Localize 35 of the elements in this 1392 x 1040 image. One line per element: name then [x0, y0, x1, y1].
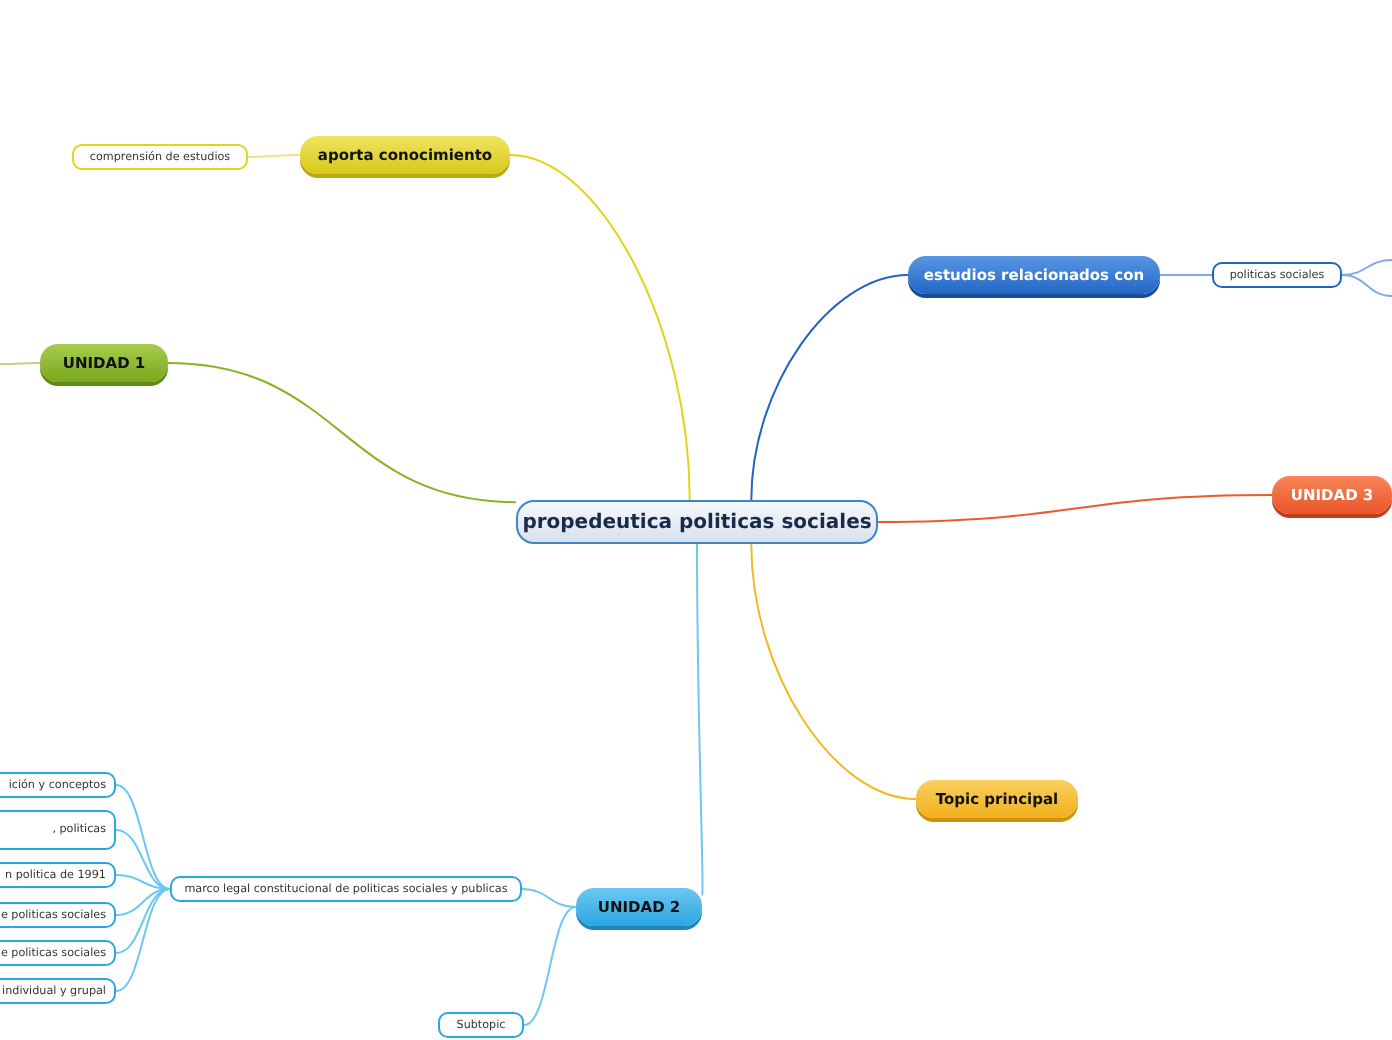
subtopic-box [0, 772, 116, 798]
connector-line [115, 784, 171, 890]
topic-pill [576, 888, 702, 926]
subtopic-box [170, 876, 522, 902]
topic-pill [40, 344, 168, 382]
subtopic-box [72, 144, 248, 170]
connector-line [877, 494, 1273, 523]
connector-line [247, 154, 301, 158]
subtopic-box [0, 902, 116, 928]
subtopic-box [438, 1012, 524, 1038]
central-topic [516, 500, 878, 544]
subtopic-box [0, 810, 116, 850]
connector-line [115, 888, 171, 916]
topic-pill [916, 780, 1078, 818]
connector-line [1341, 274, 1392, 297]
connector-line [115, 829, 171, 890]
subtopic-box [0, 862, 116, 888]
topic-pill [908, 256, 1160, 294]
connector-line [509, 154, 691, 501]
connector-line [521, 888, 577, 908]
connector-line [115, 888, 171, 992]
connector-line [750, 543, 917, 800]
subtopic-box [0, 978, 116, 1004]
connector-line [0, 362, 41, 365]
topic-pill [1272, 476, 1392, 514]
subtopic-box [1212, 262, 1342, 288]
connector-line [1159, 274, 1213, 276]
topic-pill [300, 136, 510, 174]
connector-line [523, 906, 577, 1026]
node-label: propedeutica politicas sociales [522, 511, 872, 533]
subtopic-box [0, 940, 116, 966]
connector-line [750, 274, 909, 501]
connector-line [115, 888, 171, 954]
connector-line [167, 362, 517, 504]
connector-line [696, 543, 704, 897]
